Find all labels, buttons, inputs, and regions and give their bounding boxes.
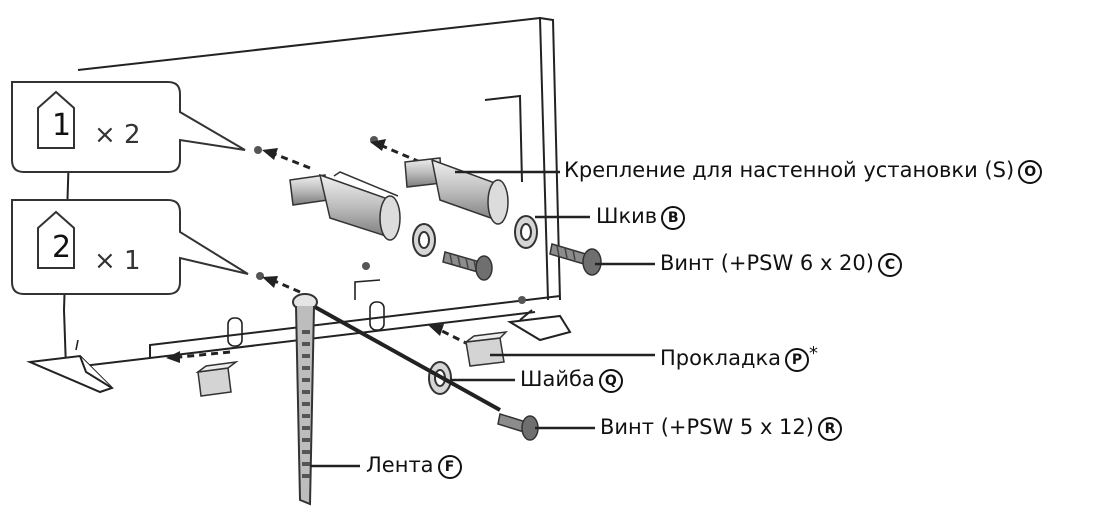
step-callouts (11, 81, 249, 295)
screw-c-left (442, 251, 493, 281)
panel-slots (75, 279, 526, 351)
mark-o-icon: O (1018, 160, 1043, 184)
label-screw-small: Винт (+PSW 5 x 12)R (600, 414, 842, 441)
leader-lines (310, 170, 655, 468)
spacer-p-right (463, 330, 509, 367)
mark-r-icon: R (817, 417, 842, 441)
mark-p-icon: P (785, 348, 810, 372)
mark-b-icon: B (661, 206, 686, 230)
label-wall-mount: Крепление для настенной установки (S)O (564, 157, 1043, 184)
screw-r (497, 413, 539, 441)
wall-mount-bracket-left (289, 171, 401, 241)
step-1-number: 1 (52, 108, 72, 143)
tv-stand-right (506, 309, 572, 342)
spacer-p-left (195, 360, 239, 397)
step-2-callout: 2 × 1 (12, 200, 180, 294)
belt-strap (292, 293, 318, 506)
step-1-callout: 1 × 2 (12, 82, 180, 172)
pulley-left (412, 223, 436, 257)
tv-stand-left (26, 354, 114, 394)
step-2-number: 2 (52, 230, 72, 265)
step-2-multiplier: × 1 (94, 246, 141, 276)
step-1-multiplier: × 2 (94, 120, 141, 150)
arrow-heads (166, 139, 444, 363)
strap-rod (305, 300, 501, 412)
mark-q-icon: Q (598, 369, 623, 393)
pulley-right (514, 215, 538, 249)
label-screw-large: Винт (+PSW 6 x 20)C (660, 250, 902, 277)
mark-f-icon: F (437, 455, 462, 479)
screw-c-right (549, 243, 602, 276)
mark-c-icon: C (877, 253, 902, 277)
tv-back-outline (62, 16, 561, 369)
wall-mount-bracket-right (404, 157, 509, 225)
